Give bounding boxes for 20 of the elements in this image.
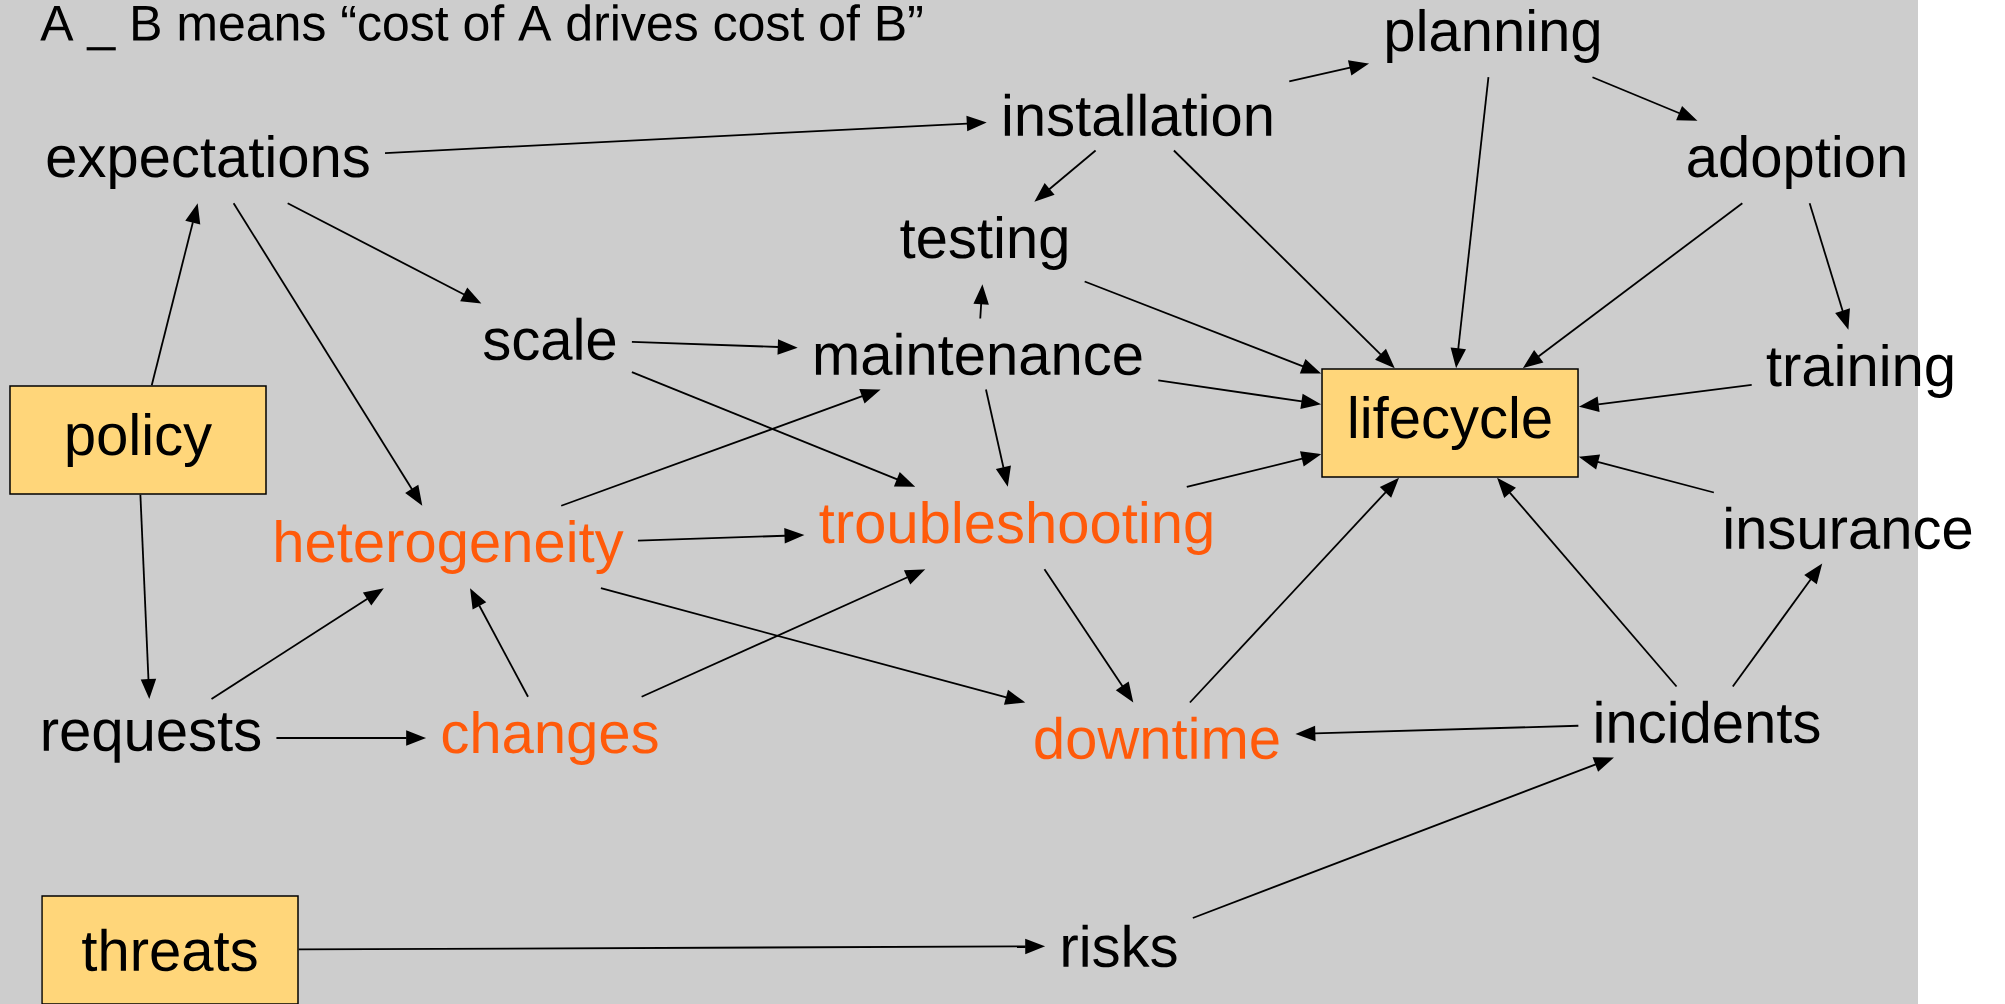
highlight-box: policy [9,385,267,495]
node-label: requests [43,713,261,763]
node-label: installation [1004,93,1272,137]
node-label: downtime [1035,716,1279,760]
node-label: changes [442,710,658,765]
node-label: maintenance [815,332,1142,376]
node-label: planning [1387,8,1599,63]
highlight-box: lifecycle [1321,368,1579,478]
node-label: heterogeneity [276,519,624,574]
title: A _ B means “cost of A drives cost of B” [40,4,922,51]
node-label: troubleshooting [819,500,1212,555]
node-label: insurance [1726,506,1972,550]
node-label: testing [900,215,1067,270]
node-label: incidents [1596,700,1820,744]
node-label: risks [1063,924,1177,968]
node-label: training [1766,343,1953,398]
highlight-box: threats [41,895,299,1004]
node-label: scale [483,317,616,361]
node-label: adoption [1688,134,1905,189]
node-label: expectations [47,134,369,189]
